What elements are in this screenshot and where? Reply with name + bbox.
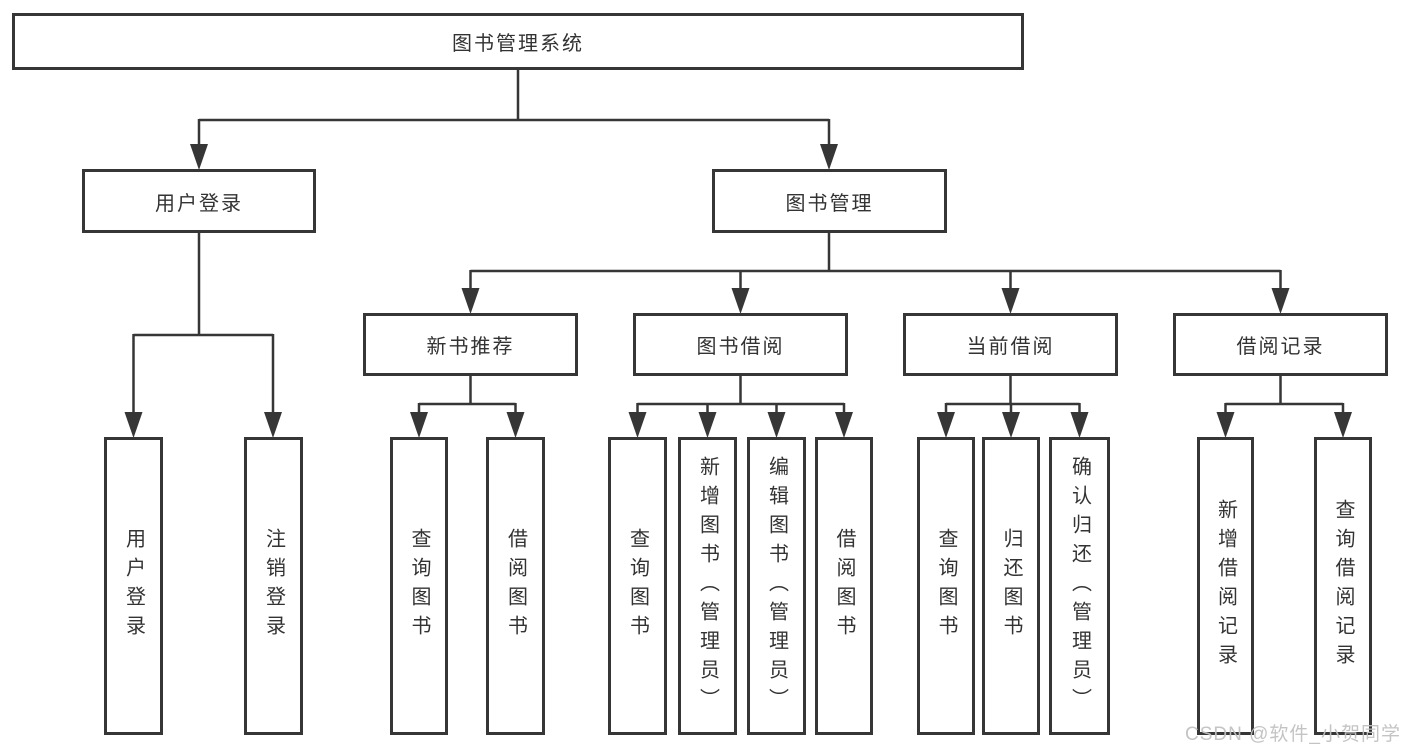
csdn-watermark: CSDN @软件_小贺同学 (1185, 724, 1401, 745)
node-library-management-system: 图书管理系统 (12, 13, 1024, 70)
node-label: 确认归还（管理员） (1068, 455, 1091, 717)
node-label: 归还图书 (1000, 528, 1022, 644)
node-label: 当前借阅 (966, 336, 1055, 358)
leaf-borrow-books: 借阅图书 (815, 437, 873, 735)
node-label: 编辑图书（管理员） (765, 455, 788, 717)
node-borrowing-records: 借阅记录 (1173, 313, 1388, 376)
leaf-query-books-current: 查询图书 (917, 437, 975, 735)
node-label: 用户登录 (155, 192, 243, 215)
node-label: 图书管理系统 (452, 33, 584, 55)
leaf-logout: 注销登录 (244, 437, 303, 735)
node-label: 借阅记录 (1236, 336, 1325, 358)
node-user-login: 用户登录 (82, 169, 316, 233)
node-current-borrowing: 当前借阅 (903, 313, 1118, 376)
node-label: 查询图书 (408, 528, 430, 644)
node-label: 图书借阅 (696, 336, 785, 358)
node-new-book-recommendation: 新书推荐 (363, 313, 578, 376)
node-label: 用户登录 (122, 528, 145, 644)
leaf-query-borrow-record: 查询借阅记录 (1314, 437, 1372, 735)
leaf-edit-books-admin: 编辑图书（管理员） (747, 437, 806, 735)
leaf-return-books: 归还图书 (982, 437, 1040, 735)
leaf-query-books-recommend: 查询图书 (390, 437, 448, 735)
node-label: 查询图书 (626, 528, 649, 644)
node-label: 新增图书（管理员） (696, 455, 719, 717)
node-label: 注销登录 (262, 528, 285, 644)
node-label: 查询借阅记录 (1332, 499, 1354, 673)
node-label: 借阅图书 (833, 528, 855, 644)
leaf-add-books-admin: 新增图书（管理员） (678, 437, 737, 735)
node-label: 借阅图书 (504, 528, 527, 644)
leaf-query-books-borrow: 查询图书 (608, 437, 667, 735)
leaf-confirm-return-admin: 确认归还（管理员） (1049, 437, 1110, 735)
node-label: 图书管理 (785, 192, 874, 215)
node-label: 新增借阅记录 (1214, 499, 1237, 673)
node-book-management: 图书管理 (712, 169, 947, 233)
leaf-borrow-books-recommend: 借阅图书 (486, 437, 545, 735)
node-label: 新书推荐 (426, 336, 515, 358)
leaf-add-borrow-record: 新增借阅记录 (1197, 437, 1254, 735)
node-label: 查询图书 (935, 528, 957, 644)
node-book-borrowing: 图书借阅 (633, 313, 848, 376)
leaf-user-login: 用户登录 (104, 437, 163, 735)
